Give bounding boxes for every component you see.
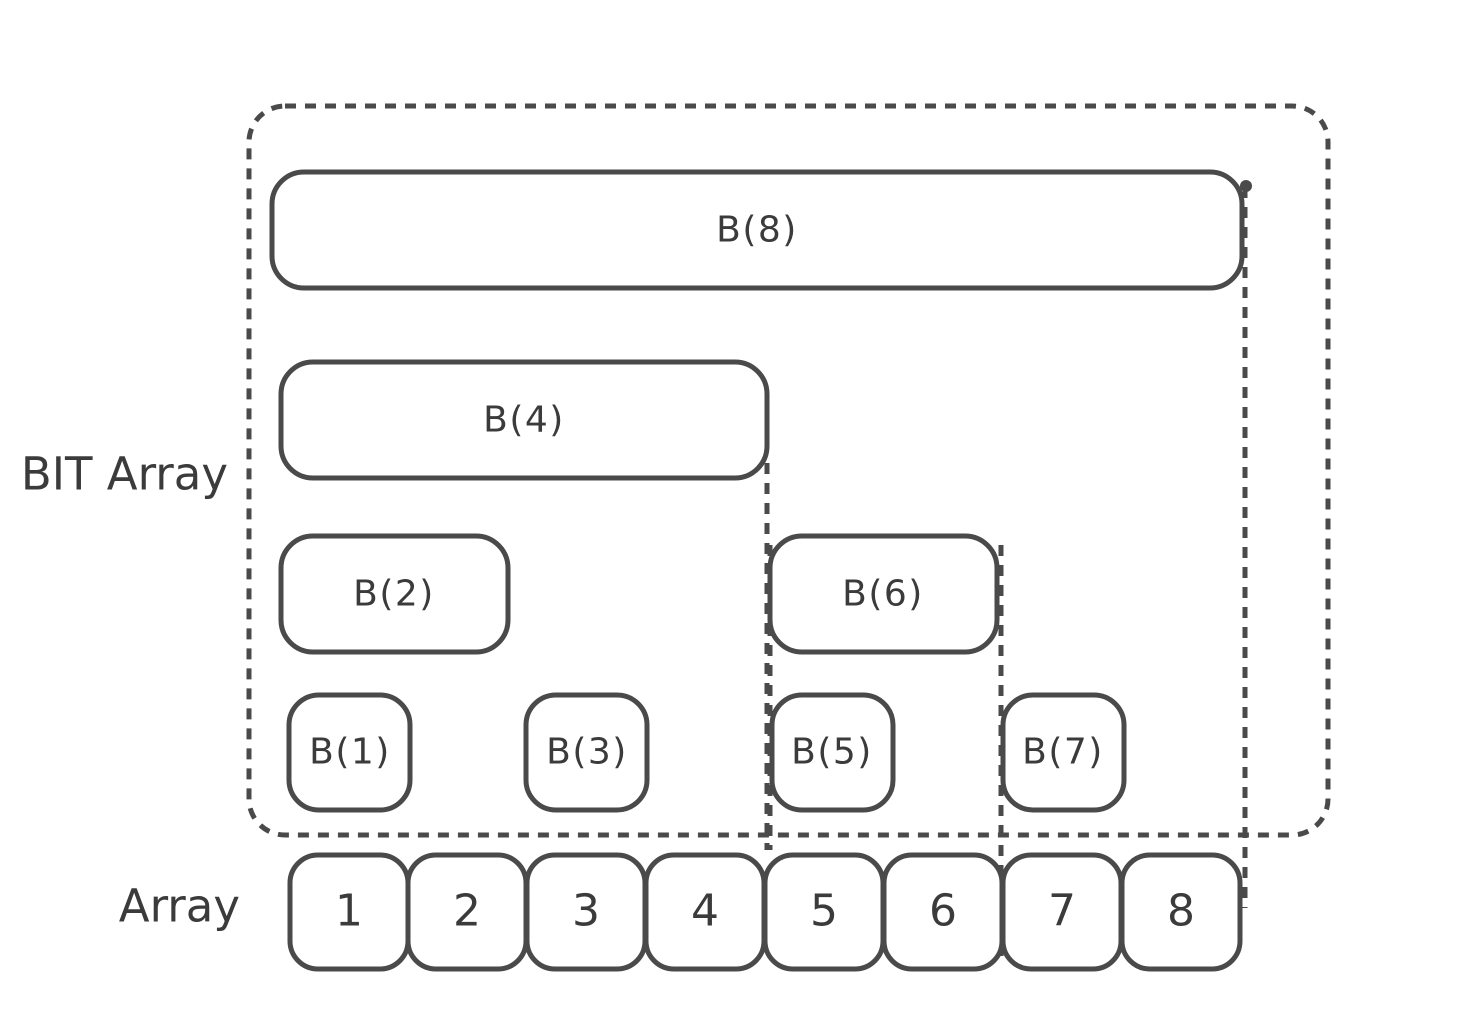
- array-cell: 4: [643, 852, 767, 972]
- bit-node-b6: B(6): [767, 533, 1000, 655]
- connector-b8-dot: [1240, 180, 1252, 192]
- bit-node-b3: B(3): [523, 692, 650, 813]
- array-cell: 1: [287, 852, 411, 972]
- array-cell-label: 1: [335, 886, 363, 937]
- array-cell-label: 8: [1167, 886, 1195, 937]
- bit-node-b8: B(8): [269, 169, 1245, 291]
- array-cell-label: 2: [453, 886, 481, 937]
- array-cell-label: 6: [929, 886, 957, 937]
- bit-node-b7-label: B(7): [1022, 732, 1104, 773]
- bit-node-b2-label: B(2): [353, 574, 435, 615]
- bit-node-b1: B(1): [286, 692, 413, 813]
- array-cell: 5: [762, 852, 886, 972]
- bit-array-label: BIT Array: [21, 448, 228, 501]
- bit-node-b6-label: B(6): [842, 574, 924, 615]
- array-cell: 8: [1119, 852, 1243, 972]
- array-label: Array: [119, 880, 240, 933]
- bit-node-b8-label: B(8): [716, 210, 798, 251]
- array-row: 1 2 3 4 5 6 7 8: [287, 852, 1243, 972]
- bit-node-b4-label: B(4): [483, 400, 565, 441]
- bit-node-b2: B(2): [278, 533, 511, 655]
- bit-node-b3-label: B(3): [546, 732, 628, 773]
- array-cell-label: 5: [810, 886, 838, 937]
- array-cell: 2: [405, 852, 529, 972]
- bit-array-container: [246, 103, 1331, 838]
- array-cell: 3: [524, 852, 648, 972]
- bit-node-b5: B(5): [769, 692, 896, 813]
- array-cell: 6: [881, 852, 1005, 972]
- bit-node-b7: B(7): [1000, 692, 1127, 813]
- bit-node-b1-label: B(1): [309, 732, 391, 773]
- bit-node-b4: B(4): [278, 359, 770, 481]
- array-cell-label: 4: [691, 886, 719, 937]
- bit-node-b5-label: B(5): [791, 732, 873, 773]
- array-cell-label: 3: [572, 886, 600, 937]
- array-cell-label: 7: [1048, 886, 1076, 937]
- array-cell: 7: [1000, 852, 1124, 972]
